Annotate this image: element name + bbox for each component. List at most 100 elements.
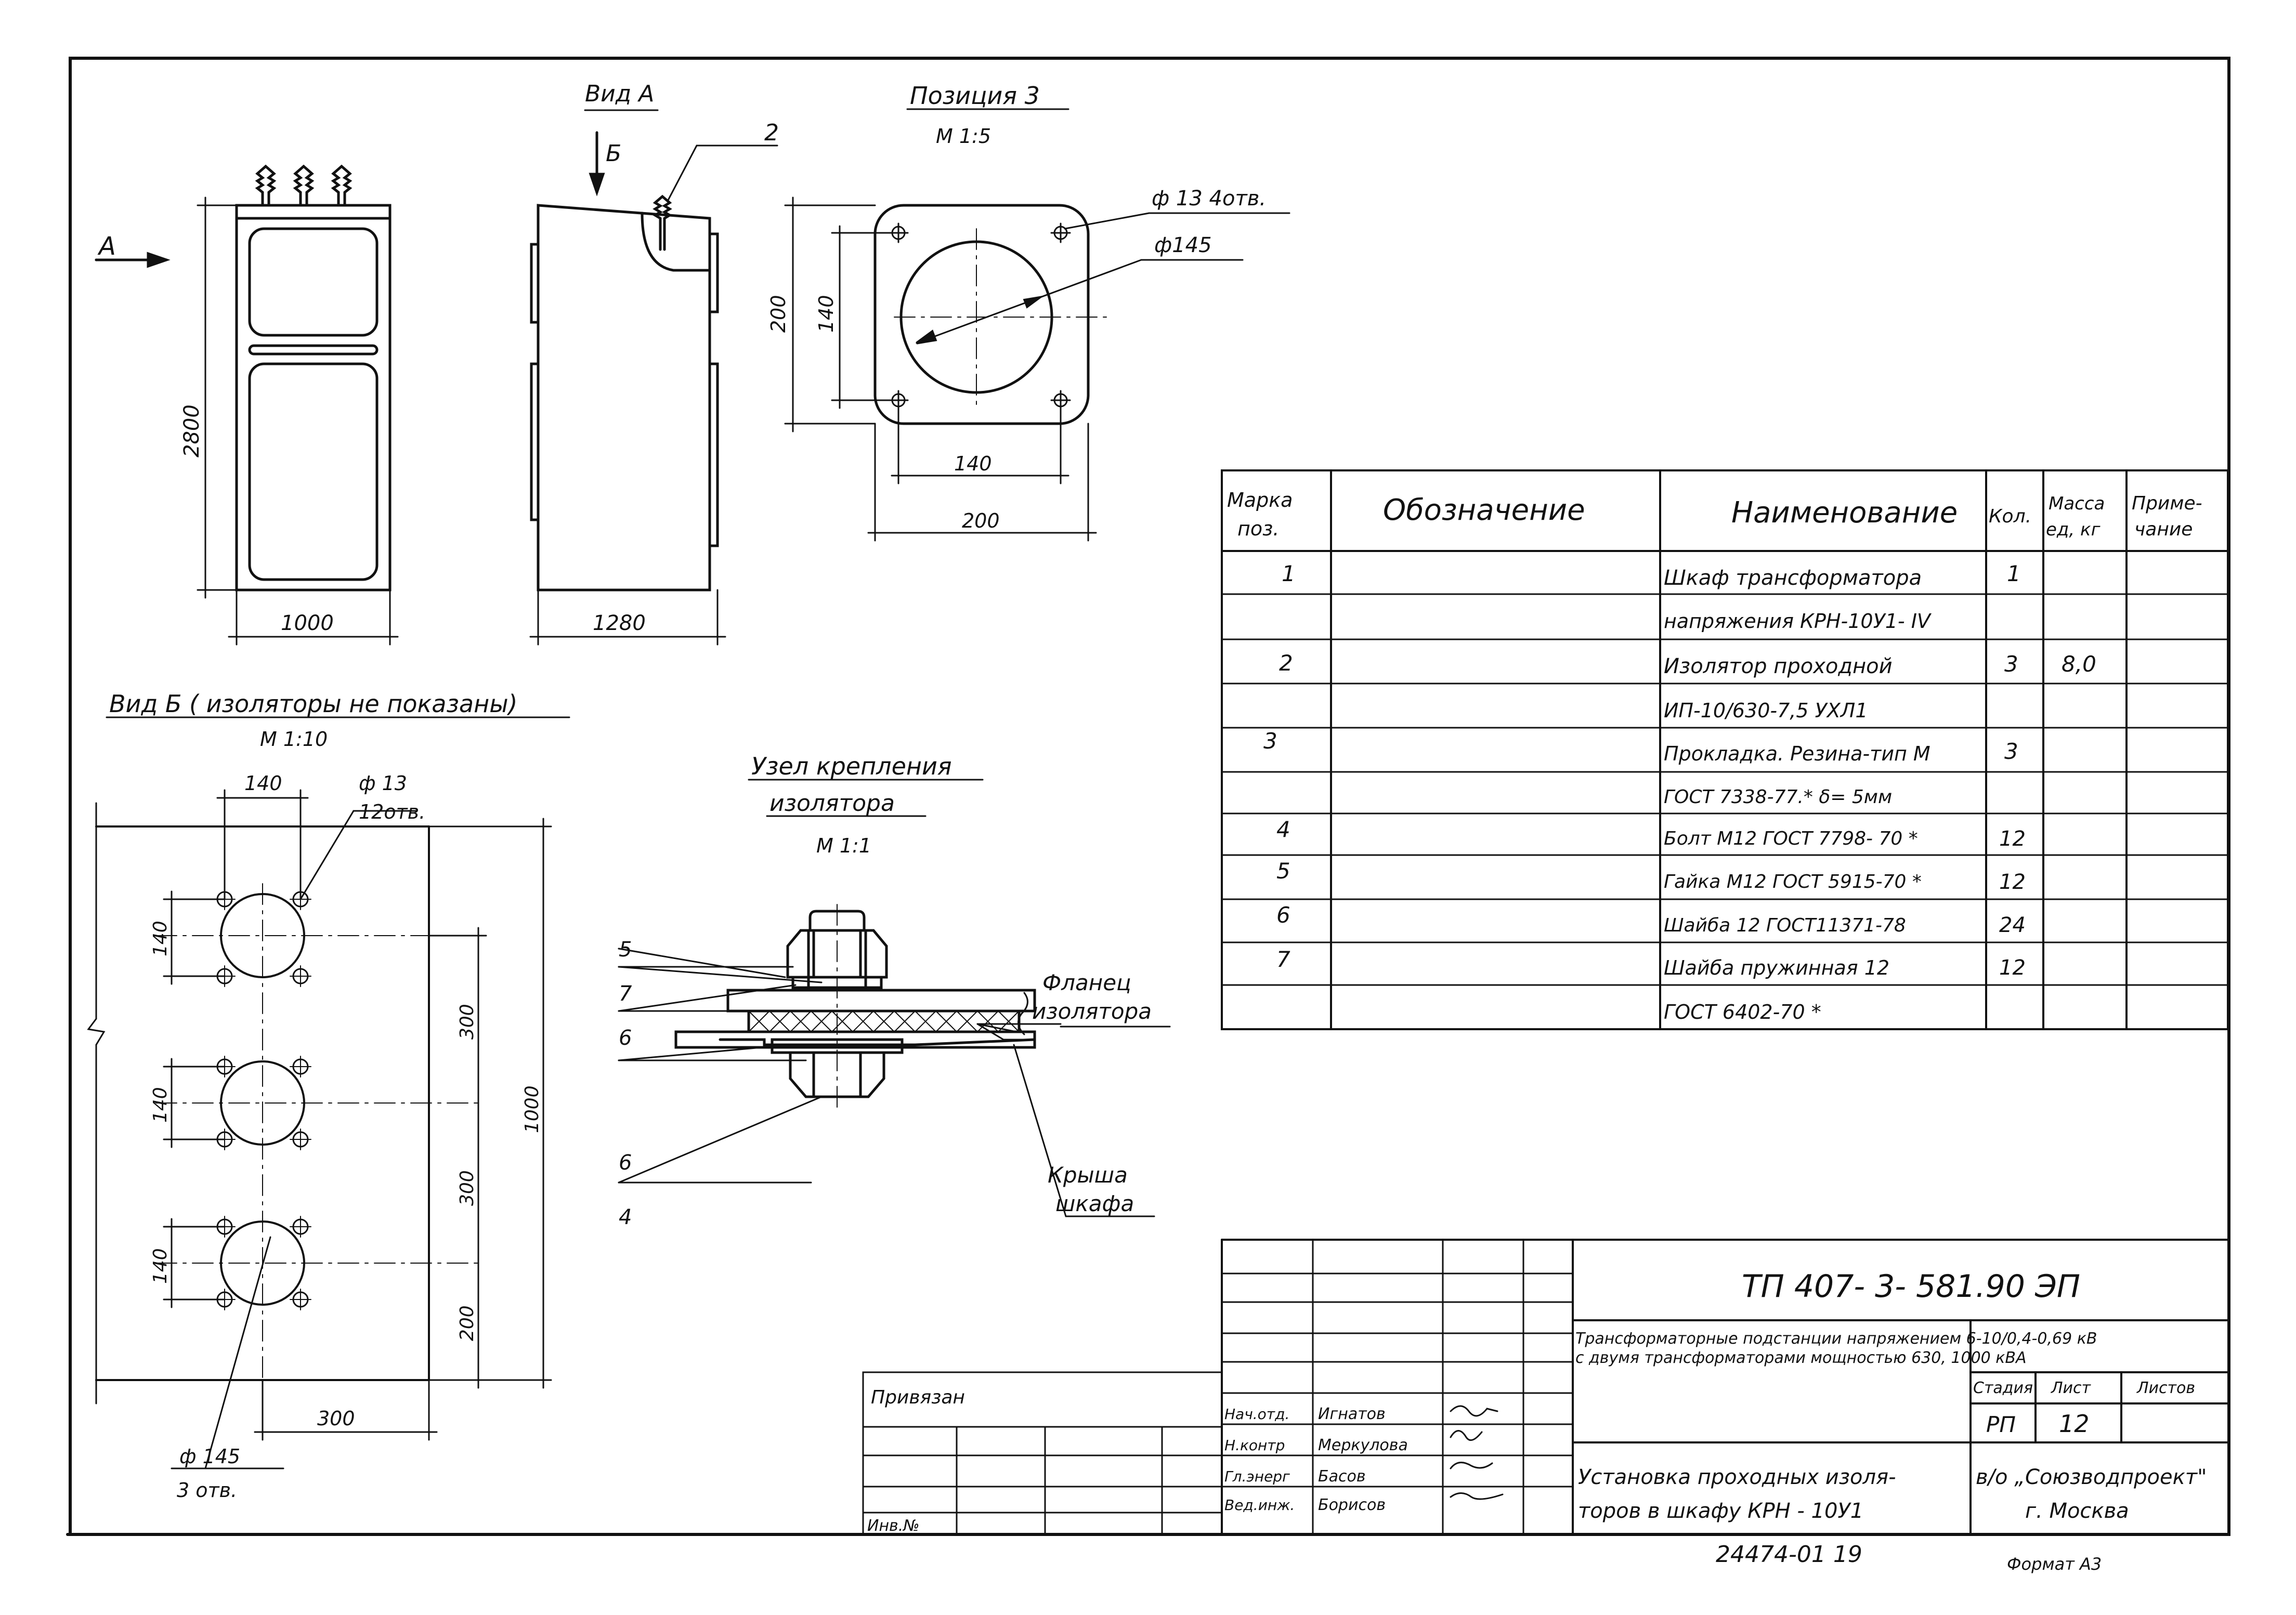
spec-row-name: Шайба 12 ГОСТ11371-78 [1664,915,1906,936]
flange-label-1: Фланец [1042,970,1131,995]
organization-2: г. Москва [2025,1499,2129,1523]
spec-row-name: Изолятор проходной [1664,654,1893,678]
person-role: Н.контр [1224,1437,1285,1454]
view-b-title: Вид Б ( изоляторы не показаны) [109,690,517,718]
view-b-phi13: ф 13 [359,772,407,795]
phi13-4holes-label: ф 13 4отв. [1152,187,1266,211]
node-label-4: 4 [619,1205,632,1229]
spec-row-mass: 8,0 [2062,651,2096,677]
person-role: Нач.отд. [1224,1406,1289,1423]
view-b-dim-140-top: 140 [244,772,282,795]
arrow-b-label: Б [606,140,621,167]
spec-header-designation: Обозначение [1383,493,1585,527]
view-b-12holes: 12отв. [359,800,425,823]
node-label-6a: 6 [619,1026,632,1050]
dim-140-horizontal: 140 [954,452,992,475]
spec-row-pos: 6 [1276,902,1290,928]
spec-header-note-2: чание [2134,519,2193,540]
dim-1280: 1280 [593,611,646,635]
spec-table-grid [1221,469,2229,1030]
person-name: Игнатов [1318,1405,1386,1423]
drawing-title-1: Установка проходных изоля- [1578,1465,1896,1489]
spec-header-mark-1: Марка [1227,489,1293,511]
bushing-label-2: 2 [764,120,779,146]
spec-header-mass-2: ед, кг [2046,519,2101,540]
view-b-dim-140-3: 140 [150,1248,171,1284]
spec-row-name: Прокладка. Резина-тип М [1664,742,1930,765]
phi145-label: ф145 [1154,233,1212,257]
person-role: Вед.инж. [1224,1496,1295,1514]
node-title-1: Узел крепления [751,752,952,780]
attached-label: Привязан [871,1387,965,1408]
spec-row-pos: 7 [1276,947,1290,972]
side-view-cabinet [529,109,778,646]
view-b-dim-140-1: 140 [150,921,171,956]
view-b-scale: М 1:10 [260,728,328,751]
sheet-frame [69,57,2230,1536]
spec-row-name: ИП-10/630-7,5 УХЛ1 [1664,699,1868,722]
roof-label-2: шкафа [1055,1191,1134,1216]
dim-200-vertical: 200 [767,295,790,333]
node-title-2: изолятора [769,790,895,817]
view-b-dim-300-1: 300 [456,1004,478,1040]
inv-no-label: Инв.№ [867,1517,919,1535]
spec-row-pos: 1 [1282,561,1296,586]
spec-header-mass-1: Масса [2049,493,2105,514]
spec-row-pos: 5 [1276,858,1290,884]
spec-header-qty: Кол. [1989,506,2031,527]
spec-header-note-1: Приме- [2132,493,2202,514]
spec-row-name: напряжения КРН-10У1- IV [1664,610,1932,633]
spec-row-qty: 3 [2004,651,2018,677]
stage-value: РП [1986,1412,2016,1437]
sheet-label: Лист [2051,1379,2092,1397]
stamp-subtitle-1: Трансформаторные подстанции напряжением … [1575,1330,2097,1348]
spec-row-qty: 3 [2004,739,2018,764]
dim-1000-front: 1000 [281,611,334,635]
node-scale: М 1:1 [816,834,871,857]
spec-header-name: Наименование [1731,496,1958,530]
stamp-subtitle-2: с двумя трансформаторами мощностью 630, … [1575,1349,2027,1367]
person-name: Борисов [1318,1496,1386,1514]
drawing-title-2: торов в шкафу КРН - 10У1 [1578,1499,1863,1523]
spec-rows: 1 Шкаф трансформатора 1 напряжения КРН-1… [1263,561,2096,1023]
spec-row-name: Гайка М12 ГОСТ 5915-70 * [1664,871,1922,892]
spec-row-name: ГОСТ 6402-70 * [1664,1001,1821,1023]
view-b-dim-300-bottom: 300 [317,1407,355,1430]
spec-row-name: Шкаф трансформатора [1664,566,1922,590]
spec-header-mark-2: поз. [1237,517,1279,540]
spec-row-qty: 24 [1999,913,2026,937]
title-block-grid [862,1239,2229,1535]
view-b-3holes: 3 отв. [177,1479,237,1502]
node-label-5: 5 [619,938,632,962]
view-b-roof [87,716,570,1469]
spec-row-name: Болт М12 ГОСТ 7798- 70 * [1664,828,1918,849]
fastening-node [618,779,1171,1217]
spec-row-qty: 12 [1999,870,2026,894]
organization-1: в/о „Союзводпроект" [1976,1465,2207,1489]
view-a-title: Вид А [585,81,654,107]
node-label-6b: 6 [619,1151,632,1175]
spec-row-pos: 4 [1276,817,1290,842]
view-b-phi145: ф 145 [179,1445,240,1468]
view-b-dim-1000: 1000 [521,1085,543,1133]
spec-row-pos: 3 [1263,728,1277,754]
person-name: Басов [1318,1467,1366,1486]
sheet-format: Формат А3 [2007,1554,2102,1574]
view-b-dim-300-2: 300 [456,1170,478,1206]
spec-row-qty: 12 [1999,956,2026,980]
dim-2800: 2800 [180,404,204,457]
sheet-value: 12 [2059,1410,2090,1438]
dim-140-vertical: 140 [815,295,838,333]
position-3-scale: М 1:5 [936,125,991,148]
archive-number: 24474-01 19 [1716,1541,1862,1568]
sheets-label: Листов [2136,1379,2195,1397]
position-3-gasket [784,108,1290,542]
roof-label-1: Крыша [1048,1162,1128,1188]
arrow-a-label: А [97,232,116,261]
spec-row-pos: 2 [1279,650,1293,676]
roof-bushings [255,164,353,207]
front-view-cabinet [95,164,399,646]
person-role: Гл.энерг [1224,1468,1290,1485]
